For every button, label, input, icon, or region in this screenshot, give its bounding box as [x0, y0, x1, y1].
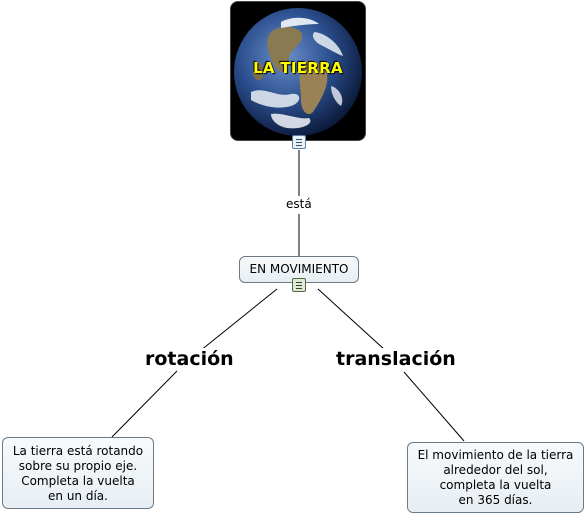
rotacion-line-3: Completa la vuelta	[21, 474, 135, 488]
link-label-rotacion: rotación	[142, 348, 237, 370]
root-title: LA TIERRA	[253, 59, 343, 77]
rotacion-line-2: sobre su propio eje.	[18, 459, 138, 473]
translacion-line-2: alrededor del sol,	[443, 463, 548, 477]
rotacion-line-1: La tierra está rotando	[12, 444, 144, 458]
concept-rotacion-description[interactable]: La tierra está rotando sobre su propio e…	[2, 437, 154, 509]
link-label-translacion: translación	[333, 348, 459, 370]
translacion-line-3: completa la vuelta	[439, 478, 552, 492]
line-rotacion-to-box	[111, 370, 178, 438]
root-concept-globe[interactable]: LA TIERRA	[230, 1, 366, 141]
concept-translacion-description[interactable]: El movimiento de la tierra alrededor del…	[407, 442, 584, 513]
document-icon[interactable]	[292, 135, 306, 149]
film-icon[interactable]	[292, 278, 306, 292]
line-middle-to-translacion	[317, 288, 386, 351]
earth-image	[231, 2, 365, 140]
translacion-line-1: El movimiento de la tierra	[417, 448, 574, 462]
translacion-line-4: en 365 días.	[458, 493, 533, 507]
line-translacion-to-box	[403, 371, 465, 442]
link-label-esta: está	[284, 197, 314, 211]
concept-en-movimiento-label: EN MOVIMIENTO	[249, 262, 349, 276]
line-middle-to-rotacion	[199, 288, 278, 352]
rotacion-line-4: en un día.	[48, 489, 108, 503]
